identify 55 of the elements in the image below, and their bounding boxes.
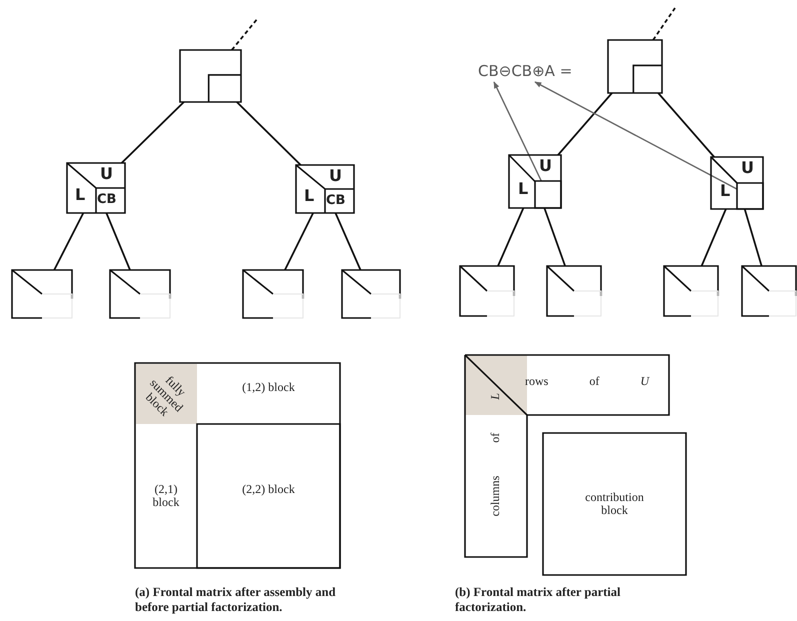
factor-rows-box	[465, 355, 669, 415]
matrix-part-label: U	[741, 160, 754, 176]
tree-edge-line	[544, 208, 566, 266]
tree-edge-line	[658, 92, 715, 158]
frontal-matrix-box	[243, 270, 303, 318]
matrix-part-label: L	[518, 181, 528, 197]
dashed-line	[231, 17, 259, 51]
tree-edge-line	[236, 101, 302, 166]
matrix-block	[197, 424, 340, 568]
tree-edge-line	[53, 212, 84, 270]
frontal-matrix-box	[608, 40, 662, 93]
frontal-matrix-box	[67, 163, 125, 213]
block-label: rows of U	[525, 375, 649, 388]
tree-edge-line	[120, 101, 185, 164]
matrix-part-label: CB	[97, 193, 116, 206]
tree-edge-line	[700, 208, 727, 266]
tree-edge-line	[557, 92, 613, 156]
frontal-matrix-box	[547, 266, 601, 316]
frontal-matrix-box	[296, 165, 354, 213]
arrow	[534, 81, 738, 190]
matrix-part-label: U	[100, 166, 113, 182]
caption-text: (a) Frontal matrix after assembly and before partial factorization.	[135, 585, 337, 615]
frontal-matrix-box	[664, 266, 718, 316]
block-label: columns of L	[489, 393, 502, 516]
matrix-part-label: L	[720, 183, 730, 199]
frontal-matrix-box	[180, 50, 241, 102]
block-label: (2,2) block	[241, 483, 296, 496]
shaded-block	[136, 364, 197, 424]
matrix-part-label: U	[539, 158, 552, 174]
factor-columns-box	[465, 355, 527, 557]
frontal-matrix-box	[110, 270, 170, 318]
frontal-matrix-box	[742, 266, 796, 316]
block-label: (2,1) block	[152, 483, 180, 510]
matrix-part-label: CB	[326, 194, 346, 207]
contribution-block-quadrant	[737, 183, 763, 209]
frontal-matrix-box	[12, 270, 72, 318]
block-label: contribution block	[584, 491, 645, 518]
contribution-block-quadrant	[535, 181, 561, 208]
dashed-line	[652, 8, 676, 40]
formula-label: CB⊖CB⊕A =	[478, 64, 572, 79]
tree-edge-line	[334, 212, 362, 270]
tree-edge-line	[106, 212, 131, 270]
matrix-part-label: U	[329, 168, 342, 184]
block-label: (1,2) block	[241, 380, 296, 394]
matrix-part-label: L	[75, 187, 86, 203]
tree-edge-line	[497, 208, 524, 266]
arrow	[493, 81, 542, 182]
frontal-matrix-box	[342, 270, 400, 318]
caption-text: (b) Frontal matrix after partial factorization.	[455, 585, 622, 615]
contribution-block-box	[543, 433, 686, 575]
matrix-part-label: L	[304, 188, 314, 204]
frontal-matrix-box	[460, 266, 514, 316]
tree-edge-line	[284, 212, 314, 270]
frontal-matrix-box	[135, 363, 340, 568]
tree-edge-line	[744, 208, 762, 266]
